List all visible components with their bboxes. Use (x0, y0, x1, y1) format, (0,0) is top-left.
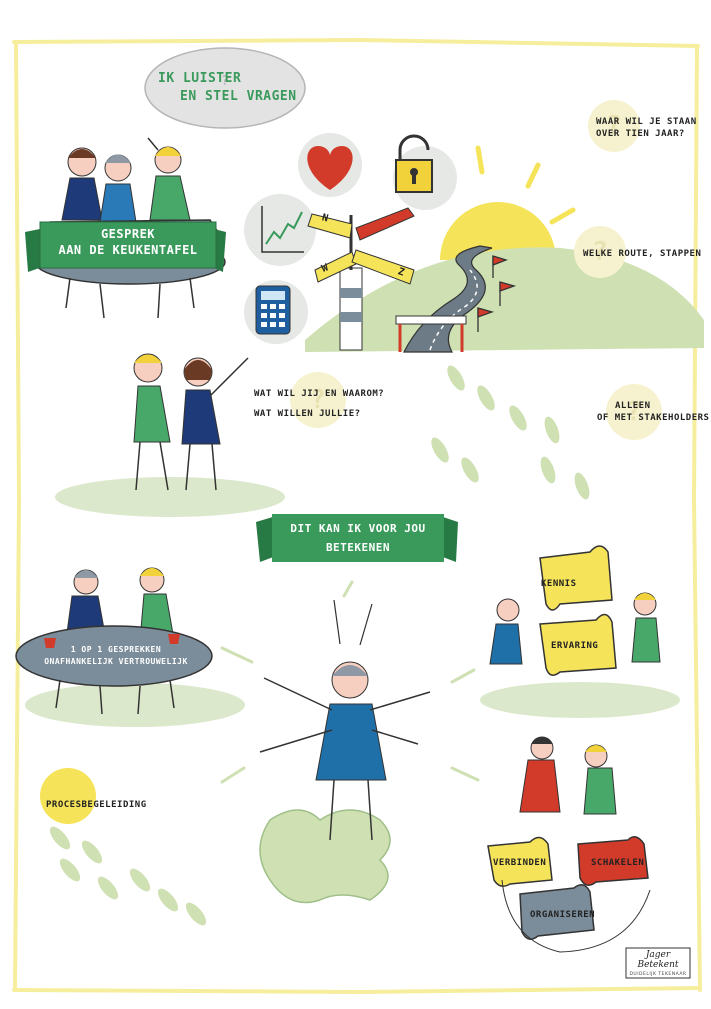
question-what-why: WAT WIL JIJ EN WAAROM? (254, 389, 385, 399)
question-alone: ALLEEN OF MET STAKEHOLDERS (597, 400, 709, 424)
question-route: WELKE ROUTE, STAPPEN (583, 249, 702, 259)
question-future: WAAR WIL JE STAAN OVER TIEN JAAR? (596, 116, 697, 140)
puzzle-organiseren-label: ORGANISEREN (530, 910, 596, 920)
footprints-bottom (49, 826, 207, 926)
one-on-one-line2: ONAFHANKELIJK VERTROUWELIJK (44, 657, 188, 666)
question-future-line2: OVER TIEN JAAR? (596, 129, 685, 140)
puzzle-ervaring-label: ERVARING (551, 641, 599, 651)
kitchen-banner-line1: GESPREK (100, 227, 156, 241)
logo-tagline: DUIDELIJK TEKENAAR (629, 972, 687, 977)
center-banner-text: DIT KAN IK VOOR JOU BETEKENEN (272, 520, 444, 557)
flags (477, 255, 517, 332)
logo-text: Jager Betekent DUIDELIJK TEKENAAR (627, 950, 689, 977)
signpost (307, 207, 415, 351)
question-alone-line1: ALLEEN (615, 401, 651, 411)
kitchen-banner-line2: AAN DE KEUKENTAFEL (58, 242, 198, 257)
sun (440, 145, 576, 260)
one-on-one-scene (15, 567, 245, 727)
puzzle-top-scene (480, 545, 680, 718)
barrier (395, 315, 467, 352)
logo-name: Jager Betekent (637, 950, 679, 970)
speech-bubble-line1: IK LUISTER (158, 71, 242, 86)
puzzle-bottom-scene (487, 736, 651, 953)
speech-bubble-text: IK LUISTER EN STEL VRAGEN (158, 70, 308, 105)
question-future-line1: WAAR WIL JE STAAN (596, 117, 697, 127)
kitchen-banner (25, 221, 226, 272)
question-alone-line2: OF MET STAKEHOLDERS (597, 413, 710, 424)
center-banner-line2: BETEKENEN (325, 540, 391, 554)
connector-strokes (220, 580, 480, 784)
question-what-you-all: WAT WILLEN JULLIE? (254, 409, 361, 419)
svg-text:?: ? (626, 397, 642, 427)
lock-icon (393, 134, 457, 210)
puzzle-verbinden-label: VERBINDEN (493, 858, 547, 868)
footprints-top (431, 365, 590, 500)
one-on-one-line1: 1 OP 1 GESPREKKEN (70, 645, 162, 654)
procesbegeleiding-label: PROCESBEGELEIDING (46, 800, 147, 810)
kitchen-banner-text: GESPREK AAN DE KEUKENTAFEL (40, 227, 216, 258)
question-marks: ? ? ? ? (310, 111, 642, 427)
one-on-one-text: 1 OP 1 GESPREKKEN ONAFHANKELIJK VERTROUW… (26, 644, 206, 668)
hand-drawn-frame (12, 37, 702, 995)
center-banner-line1: DIT KAN IK VOOR JOU (290, 522, 426, 535)
kitchen-table-people (61, 137, 191, 223)
logo (625, 947, 691, 979)
heart-icon (298, 133, 362, 197)
speech-bubble: ? (144, 47, 306, 129)
growth-chart-icon (244, 194, 316, 266)
question-circles (290, 100, 662, 440)
svg-text:?: ? (606, 111, 622, 141)
winding-road (403, 245, 493, 353)
procesbegeleiding-circle (40, 768, 96, 824)
svg-text:?: ? (310, 385, 326, 415)
center-banner (256, 514, 458, 562)
speech-bubble-line2: EN STEL VRAGEN (180, 88, 297, 104)
central-figure (259, 599, 431, 904)
calculator-icon (244, 280, 308, 344)
puzzle-schakelen-label: SCHAKELEN (591, 858, 645, 868)
standing-pair (55, 353, 285, 517)
puzzle-kennis-label: KENNIS (541, 579, 577, 589)
svg-text:?: ? (221, 74, 229, 89)
svg-text:?: ? (592, 237, 608, 267)
